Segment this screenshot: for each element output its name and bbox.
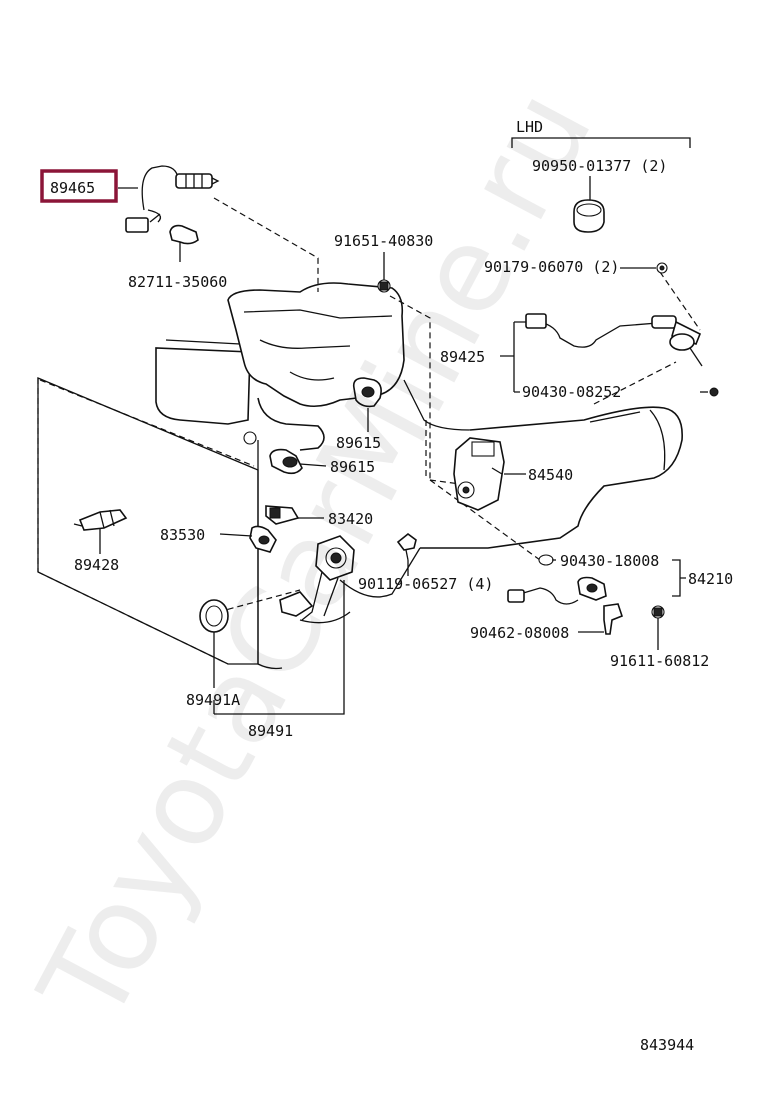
diagram-number: 843944: [640, 1036, 694, 1054]
label-83530[interactable]: 83530: [160, 526, 205, 544]
label-83420[interactable]: 83420: [328, 510, 373, 528]
callout-lines: [99, 176, 708, 715]
label-90179-06070[interactable]: 90179-06070 (2): [484, 258, 619, 276]
switch-83530[interactable]: [249, 525, 277, 553]
label-90119-06527[interactable]: 90119-06527 (4): [358, 575, 493, 593]
label-90950-01377[interactable]: 90950-01377 (2): [532, 157, 667, 175]
label-90462-08008[interactable]: 90462-08008: [470, 624, 569, 642]
sensor-89615-upper[interactable]: [352, 377, 382, 408]
sensor-84210[interactable]: [507, 576, 607, 605]
throttle-sensor-84540[interactable]: [453, 437, 505, 511]
grommet-90950-01377[interactable]: [573, 199, 605, 233]
sensor-89428[interactable]: [73, 509, 128, 531]
plug-91611-60812[interactable]: [651, 605, 665, 619]
label-84540[interactable]: 84540: [528, 466, 573, 484]
label-lhd: LHD: [516, 118, 543, 136]
gasket-90430-18008[interactable]: [538, 554, 554, 566]
label-89428[interactable]: 89428: [74, 556, 119, 574]
highlight-box: [40, 169, 118, 203]
label-91611-60812[interactable]: 91611-60812: [610, 652, 709, 670]
clamp-82711-35060[interactable]: [169, 224, 199, 245]
label-89465[interactable]: 89465: [50, 179, 95, 197]
sensor-83420[interactable]: [265, 505, 300, 525]
sensor-89615-lower[interactable]: [243, 431, 303, 475]
label-91651-40830[interactable]: 91651-40830: [334, 232, 433, 250]
nut-90179-06070[interactable]: [656, 262, 668, 274]
label-84210[interactable]: 84210: [688, 570, 733, 588]
clamp-90462-08008[interactable]: [603, 603, 623, 635]
label-89491A[interactable]: 89491A: [186, 691, 240, 709]
label-89615-upper[interactable]: 89615: [336, 434, 381, 452]
gasket-89491A[interactable]: [199, 599, 229, 633]
label-89425[interactable]: 89425: [440, 348, 485, 366]
label-89615-lower[interactable]: 89615: [330, 458, 375, 476]
sensor-89425[interactable]: [522, 313, 703, 367]
bracket-89491[interactable]: [279, 535, 355, 621]
label-90430-08252[interactable]: 90430-08252: [522, 383, 621, 401]
dashed-leaders: [39, 197, 701, 613]
label-82711-35060[interactable]: 82711-35060: [128, 273, 227, 291]
part-labels: 89465 82711-35060 LHD 91651-40830 90950-…: [50, 118, 733, 1054]
bolt-90119-06527[interactable]: [396, 532, 417, 561]
lhd-bracket: [511, 137, 691, 148]
nut-90430-08252[interactable]: [709, 387, 719, 397]
oxygen-sensor-89465[interactable]: [125, 165, 220, 233]
label-89491[interactable]: 89491: [248, 722, 293, 740]
label-90430-18008[interactable]: 90430-18008: [560, 552, 659, 570]
